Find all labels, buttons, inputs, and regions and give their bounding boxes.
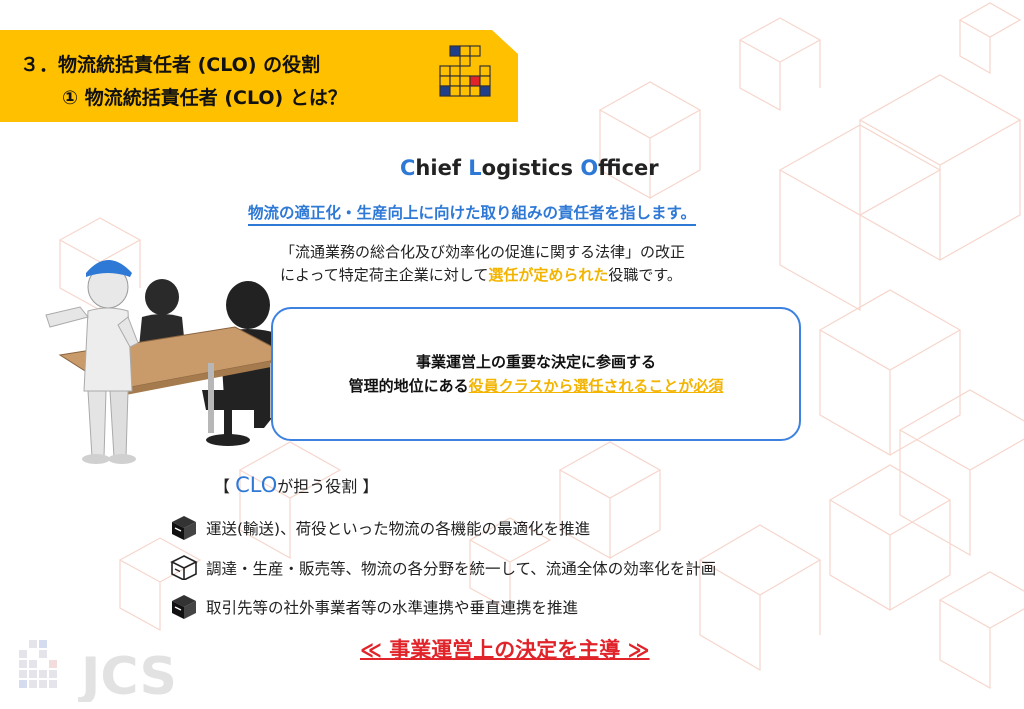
roles-heading-clo: CLO — [235, 473, 278, 497]
role-item-3-text: 取引先等の社外事業者等の水準連携や垂直連携を推進 — [206, 599, 579, 617]
standing-figure — [45, 260, 139, 464]
title-word-hief: hief — [415, 156, 469, 180]
box-icon-filled — [172, 516, 196, 540]
header-background — [0, 30, 518, 122]
definition-text: 物流の適正化・生産向上に向けた取り組みの責任者を指します。 — [248, 201, 696, 226]
header-title-line2: ① 物流統括責任者 (CLO) とは？ — [62, 87, 347, 109]
description-block: 「流通業務の総合化及び効率化の促進に関する法律」の改正 によって特定荷主企業に対… — [280, 241, 685, 287]
meeting-illustration — [45, 260, 294, 464]
requirement-line2: 管理的地位にある役員クラスから選任されることが必須 — [273, 375, 799, 396]
roles-heading-rest: が担う役割 】 — [277, 477, 379, 496]
box-icon-outline — [170, 555, 198, 580]
jcs-logo-text: JCS — [78, 647, 177, 702]
requirement-line1: 事業運営上の重要な決定に参画する — [415, 353, 656, 371]
roles-heading: 【 CLOが担う役割 】 — [214, 473, 378, 497]
requirement-box: 事業運営上の重要な決定に参画する 管理的地位にある役員クラスから選任されることが… — [271, 307, 801, 441]
clo-full-title: Chief Logistics Officer — [400, 156, 659, 180]
description-line2-highlight: 選任が定められた — [488, 266, 609, 284]
conclusion-text: ≪ 事業運営上の決定を主導 ≫ — [360, 638, 650, 662]
description-line2-post: 役職です。 — [608, 266, 682, 284]
title-word-ogistics: ogistics — [481, 156, 581, 180]
description-line2-pre: によって特定荷主企業に対して — [280, 266, 489, 284]
title-word-fficer: fficer — [598, 156, 659, 180]
grid-logo-icon — [439, 45, 491, 97]
description-line1: 「流通業務の総合化及び効率化の促進に関する法律」の改正 — [280, 243, 686, 261]
title-letter-l: L — [468, 156, 482, 180]
description-line2: によって特定荷主企業に対して選任が定められた役職です。 — [280, 264, 685, 287]
box-icon-filled — [172, 595, 196, 619]
jcs-logo: JCS — [19, 640, 177, 702]
header-title-line1: ３．物流統括責任者 (CLO) の役割 — [20, 54, 321, 76]
requirement-line2-highlight: 役員クラスから選任されることが必須 — [468, 377, 724, 395]
title-letter-o: O — [580, 156, 599, 180]
title-letter-c: C — [400, 156, 416, 180]
role-item-1-text: 運送(輸送)、荷役といった物流の各機能の最適化を推進 — [206, 520, 591, 538]
requirement-line2-pre: 管理的地位にある — [348, 377, 469, 395]
roles-heading-open: 【 — [214, 477, 236, 496]
header-banner — [0, 30, 518, 122]
role-item-2-text: 調達・生産・販売等、物流の各分野を統一して、流通全体の効率化を計画 — [206, 560, 717, 578]
